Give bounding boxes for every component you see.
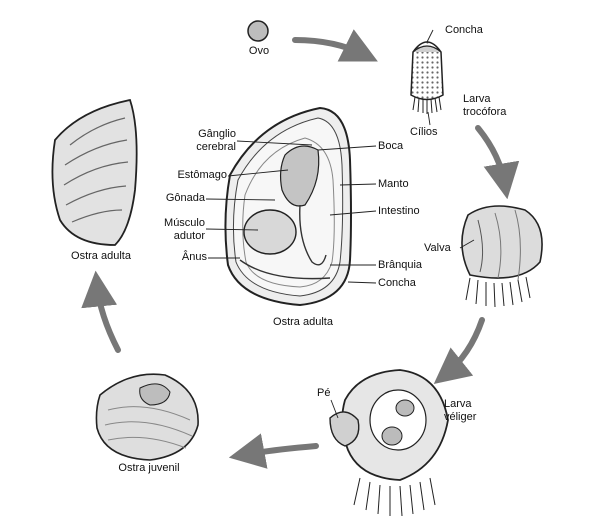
label-adductor-line2: adutor xyxy=(173,230,205,242)
veliger-larva-drawing xyxy=(329,369,449,517)
label-stomach: Estômago xyxy=(177,169,227,181)
label-cilia: Cílios xyxy=(410,126,438,138)
label-valve: Valva xyxy=(424,242,451,254)
label-cerebral-ganglion-line2: cerebral xyxy=(196,141,236,153)
arrow-valve-to-veliger xyxy=(433,317,485,384)
label-gill: Brânquia xyxy=(378,259,423,271)
label-mantle: Manto xyxy=(378,178,409,190)
adult-oyster-exterior-drawing xyxy=(51,98,138,246)
arrow-trochophore-to-valve xyxy=(475,125,520,200)
label-adult-oyster-left: Ostra adulta xyxy=(71,250,131,262)
label-shell-adult: Concha xyxy=(378,277,416,289)
label-mouth: Boca xyxy=(378,140,404,152)
label-anus: Ânus xyxy=(181,251,207,263)
label-trochophore-line2: trocófora xyxy=(463,106,507,118)
leader-lines xyxy=(205,29,475,419)
adult-oyster-anatomy-drawing xyxy=(224,106,352,307)
label-foot: Pé xyxy=(317,387,331,399)
label-cerebral-ganglion-line1: Gânglio xyxy=(198,128,236,140)
label-intestine: Intestino xyxy=(378,205,420,217)
arrow-juvenile-to-adult xyxy=(81,270,121,353)
valve-larva-drawing xyxy=(461,205,543,308)
label-gonad: Gônada xyxy=(165,192,205,204)
label-egg: Ovo xyxy=(248,45,270,57)
label-juvenile-oyster: Ostra juvenil xyxy=(118,462,180,474)
label-veliger-line2: véliger xyxy=(444,411,477,423)
label-adult-oyster-center: Ostra adulta xyxy=(273,316,333,328)
label-trochophore-line1: Larva xyxy=(463,93,491,105)
cycle-arrows xyxy=(81,29,520,469)
label-adductor-line1: Músculo xyxy=(164,217,205,229)
label-veliger-line1: Larva xyxy=(444,398,472,410)
arrow-veliger-to-juvenile xyxy=(228,433,319,469)
label-shell-trochophore: Concha xyxy=(445,24,483,36)
arrow-egg-to-trochophore xyxy=(292,29,378,62)
egg-drawing xyxy=(247,20,269,42)
trochophore-larva-drawing xyxy=(410,41,444,114)
juvenile-oyster-drawing xyxy=(95,373,199,461)
